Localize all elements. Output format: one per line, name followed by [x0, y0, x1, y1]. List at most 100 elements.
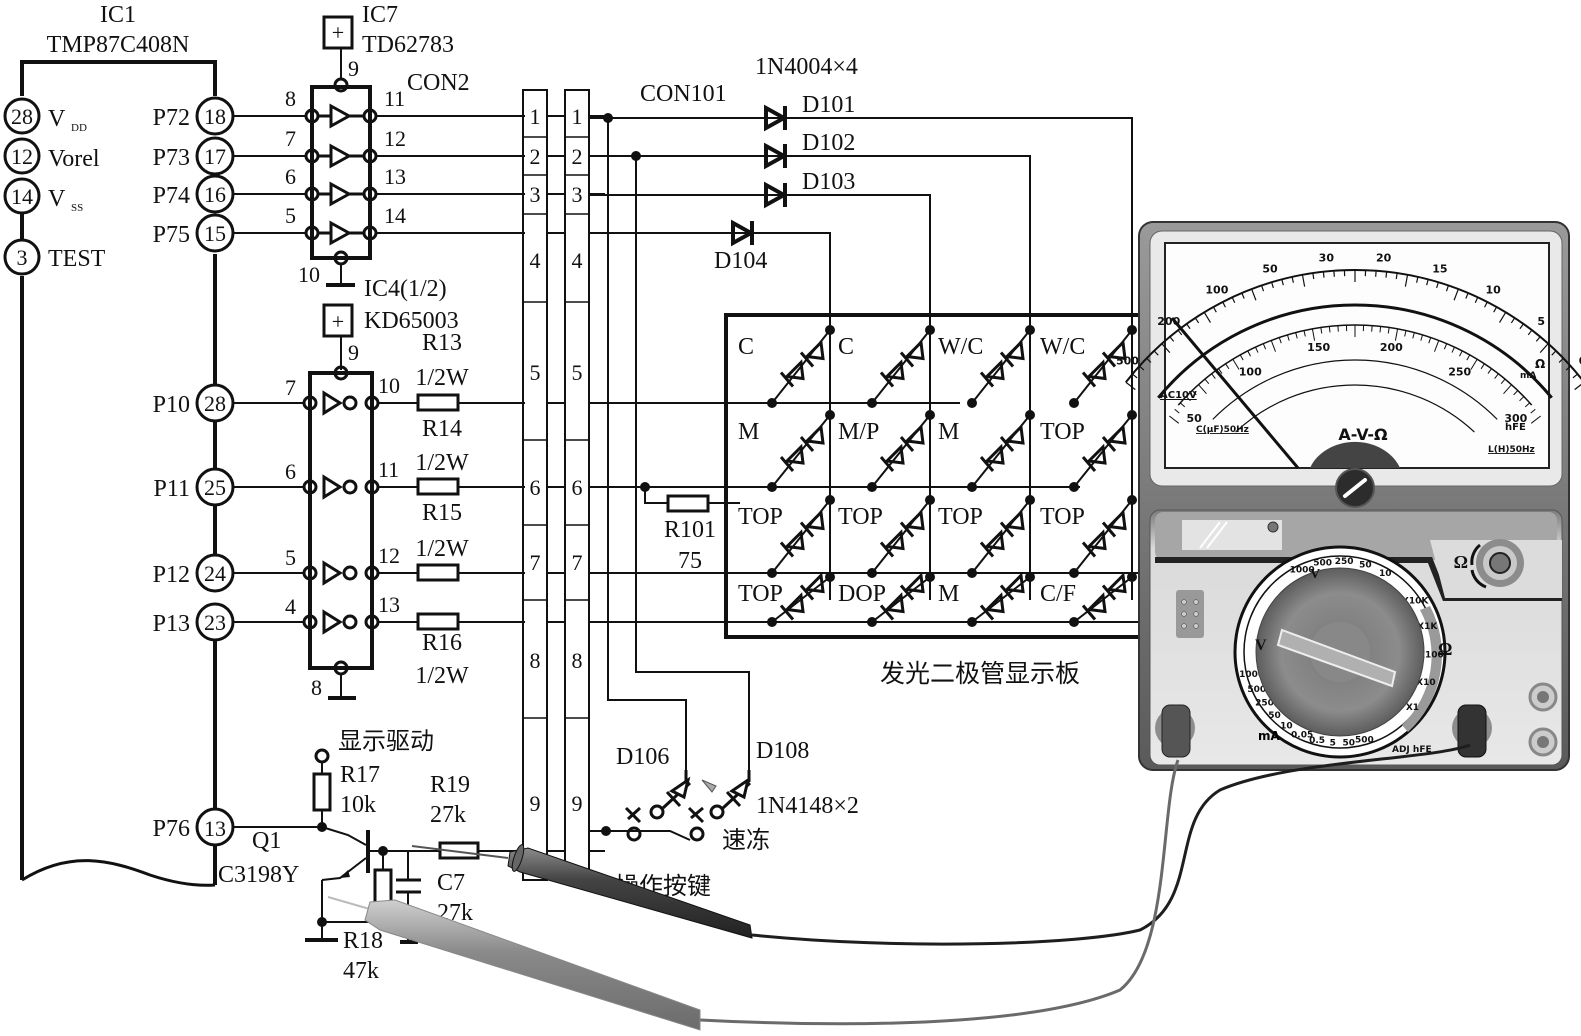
svg-text:11: 11	[384, 86, 405, 111]
connector-pin-label: 7	[572, 550, 583, 575]
svg-text:5: 5	[285, 545, 296, 570]
svg-text:12: 12	[378, 543, 400, 568]
svg-text:P73: P73	[153, 145, 190, 171]
svg-text:18: 18	[204, 104, 226, 129]
scale-label: 300	[1504, 412, 1527, 425]
svg-text:28: 28	[11, 104, 33, 129]
diode-part-1n4148: 1N4148×2	[756, 793, 859, 819]
needle-pivot-cover	[1310, 441, 1400, 468]
svg-text:Ω: Ω	[1438, 639, 1452, 659]
svg-text:1/2W: 1/2W	[415, 536, 469, 562]
svg-text:Vorel: Vorel	[48, 146, 100, 172]
svg-text:P10: P10	[153, 392, 190, 418]
test-lead-black[interactable]	[411, 743, 1471, 946]
svg-text:11: 11	[378, 457, 399, 482]
jack-aux-1[interactable]	[1528, 682, 1558, 712]
led-label: M	[938, 419, 959, 445]
svg-text:14: 14	[384, 203, 406, 228]
led-cell: TOP	[738, 572, 835, 627]
jack-com[interactable]	[1155, 704, 1195, 758]
connector-pin-label: 6	[572, 475, 583, 500]
scale-label: 500	[1116, 355, 1139, 368]
jack-plus[interactable]	[1452, 704, 1492, 758]
diode-group-label: 1N4004×4	[755, 54, 858, 80]
resistor-r101: R101 75	[664, 494, 716, 574]
svg-text:9: 9	[348, 340, 359, 365]
scale-label: 5	[1537, 315, 1545, 328]
test-lead-red[interactable]	[327, 759, 1180, 1031]
svg-text:R19: R19	[430, 772, 470, 798]
led-cell: M	[938, 410, 1035, 492]
svg-text:17: 17	[204, 144, 226, 169]
junction	[601, 826, 611, 836]
ic1-pin-vdd: 28 V DD	[3, 97, 87, 135]
svg-text:V: V	[1310, 567, 1320, 582]
svg-text:47k: 47k	[343, 958, 379, 984]
svg-text:14: 14	[11, 184, 33, 209]
scale-label: 200	[1157, 315, 1180, 328]
selector-range-label: 500	[1313, 559, 1332, 569]
diode-d103: D103	[764, 169, 855, 209]
svg-text:R17: R17	[340, 762, 380, 788]
led-label: TOP	[738, 581, 783, 607]
svg-text:6: 6	[285, 459, 296, 484]
svg-text:V: V	[48, 106, 66, 132]
led-label: M	[738, 419, 759, 445]
ic4-ref: IC4(1/2)	[364, 276, 447, 302]
svg-text:V: V	[1255, 637, 1267, 654]
meter-dial-face	[1164, 242, 1550, 469]
svg-text:1/2W: 1/2W	[415, 365, 469, 391]
hfe-socket[interactable]	[1176, 590, 1204, 638]
svg-text:23: 23	[204, 610, 226, 635]
diode-d101: D101	[764, 92, 855, 132]
led-label: W/C	[1040, 334, 1085, 360]
scale-label: 15	[1432, 262, 1447, 275]
scale-label: 100	[1205, 284, 1228, 297]
selector-range-label: 50	[1268, 711, 1281, 721]
wiring	[588, 117, 1140, 832]
connector-pin-label: 9	[572, 791, 583, 816]
led-label: M/P	[838, 419, 879, 445]
led-cell: TOP	[938, 495, 1035, 578]
svg-text:R15: R15	[422, 500, 462, 526]
scale-label: 0	[1579, 355, 1581, 368]
scale-label: 20	[1376, 251, 1392, 264]
ic7-plus: +	[332, 20, 344, 45]
led-cell: DOP	[838, 572, 935, 627]
svg-text:mA: mA	[1258, 729, 1281, 743]
connector-pin-label: 1	[530, 104, 541, 129]
svg-text:+: +	[332, 309, 344, 334]
scale-label: 50	[1187, 412, 1203, 425]
connector-pin-label: 3	[572, 182, 583, 207]
indicator-lamp	[1267, 521, 1279, 533]
svg-text:Ω: Ω	[1535, 357, 1545, 371]
ic7-ref: IC7	[362, 2, 398, 28]
selector-range-label: X10	[1416, 678, 1435, 688]
svg-text:D108: D108	[756, 738, 809, 764]
svg-text:13: 13	[204, 816, 226, 841]
ic1-pin-test: 3 TEST	[3, 238, 106, 276]
ic1-ref: IC1	[100, 2, 136, 28]
selector-range-label: 5	[1330, 739, 1336, 749]
led-cell: C	[738, 325, 835, 408]
jack-aux-2[interactable]	[1528, 727, 1558, 757]
multimeter: 50020010050302015105050100150200250300Ωm…	[1116, 221, 1581, 771]
connector-pin-label: 3	[530, 182, 541, 207]
selector-range-label: 10	[1379, 569, 1392, 579]
led-cell: TOP	[1040, 495, 1137, 578]
svg-text:8: 8	[311, 675, 322, 700]
scale-label: 250	[1448, 366, 1471, 379]
led-cell: TOP	[738, 495, 835, 578]
selector-range-label: 500	[1355, 736, 1374, 746]
svg-text:75: 75	[678, 548, 702, 574]
svg-text:P75: P75	[153, 222, 190, 248]
